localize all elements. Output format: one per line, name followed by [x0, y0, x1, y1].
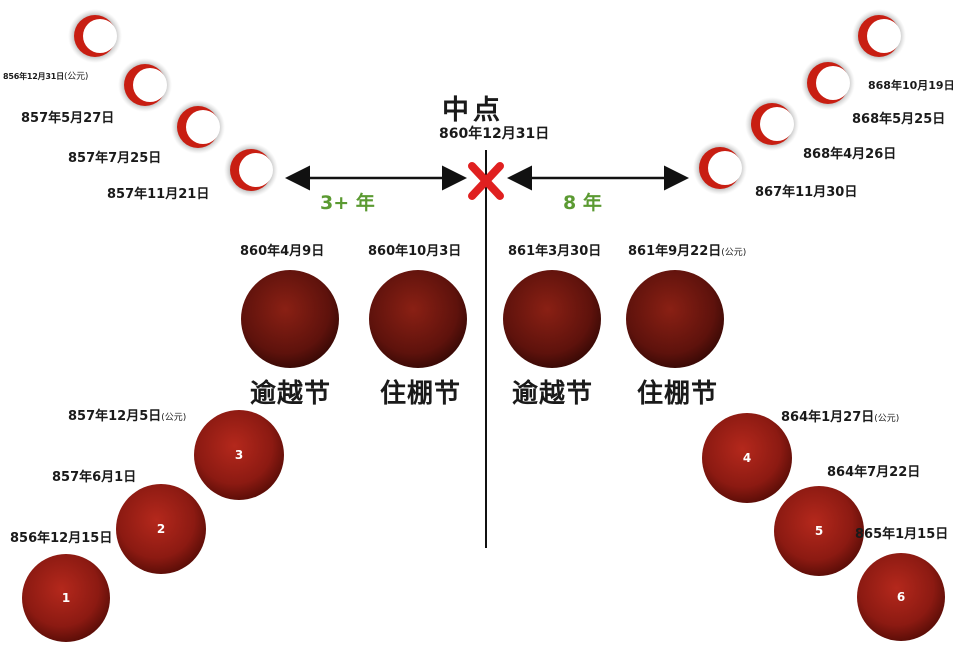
- eclipse-moon: [224, 143, 278, 197]
- right-span-label: 8 年: [563, 192, 602, 214]
- blood-moon-date: 864年1月27日(公元): [781, 410, 900, 425]
- midpoint-marker: [468, 162, 504, 200]
- eclipse-date: 867年11月30日: [755, 185, 858, 200]
- svg-text:1: 1: [62, 591, 70, 605]
- blood-moon-4: 4: [702, 413, 792, 503]
- eclipse-date: 868年5月25日: [852, 112, 946, 127]
- eclipse-date: 857年5月27日: [21, 111, 115, 126]
- svg-text:6: 6: [897, 590, 905, 604]
- eclipse-moon: [745, 97, 799, 151]
- festival-name: 逾越节: [250, 379, 332, 409]
- svg-text:5: 5: [815, 524, 823, 538]
- eclipse-date: 868年10月19日: [868, 79, 955, 92]
- blood-moon-date: 857年12月5日(公元): [68, 409, 187, 424]
- festival-date: 860年4月9日: [240, 244, 325, 259]
- svg-text:3: 3: [235, 448, 243, 462]
- festival-date: 860年10月3日: [368, 244, 462, 259]
- festival-moon: [503, 270, 601, 368]
- festival-moon: [241, 270, 339, 368]
- festival-moon: [626, 270, 724, 368]
- eclipse-moon: [852, 9, 906, 63]
- blood-moon-2: 2: [116, 484, 206, 574]
- festival-moon: [369, 270, 467, 368]
- eclipse-date: 868年4月26日: [803, 147, 897, 162]
- festival-date: 861年3月30日: [508, 244, 602, 259]
- blood-moon-date: 857年6月1日: [52, 470, 137, 485]
- blood-moon-6: 6: [857, 553, 945, 641]
- eclipse-date: 857年11月21日: [107, 187, 210, 202]
- midpoint-title: 中点: [442, 95, 504, 126]
- eclipse-moon: [171, 100, 225, 154]
- blood-moon-5: 5: [774, 486, 864, 576]
- eclipse-moon: [693, 141, 747, 195]
- eclipse-moon: [118, 58, 172, 112]
- blood-moon-3: 3: [194, 410, 284, 500]
- svg-text:2: 2: [157, 522, 165, 536]
- blood-moon-1: 1: [22, 554, 110, 642]
- left-span-label: 3+ 年: [320, 192, 375, 214]
- festival-date: 861年9月22日(公元): [628, 244, 747, 259]
- midpoint-date: 860年12月31日: [439, 126, 550, 142]
- eclipse-moon: [801, 56, 855, 110]
- blood-moon-date: 864年7月22日: [827, 465, 921, 480]
- blood-moon-date: 865年1月15日: [855, 527, 949, 542]
- festival-name: 住棚节: [637, 379, 719, 409]
- festival-name: 住棚节: [380, 379, 462, 409]
- svg-text:4: 4: [743, 451, 751, 465]
- eclipse-moon: [68, 9, 122, 63]
- eclipse-date: 856年12月31日(公元): [3, 72, 89, 82]
- blood-moon-date: 856年12月15日: [10, 531, 113, 546]
- festival-name: 逾越节: [512, 379, 594, 409]
- eclipse-date: 857年7月25日: [68, 151, 162, 166]
